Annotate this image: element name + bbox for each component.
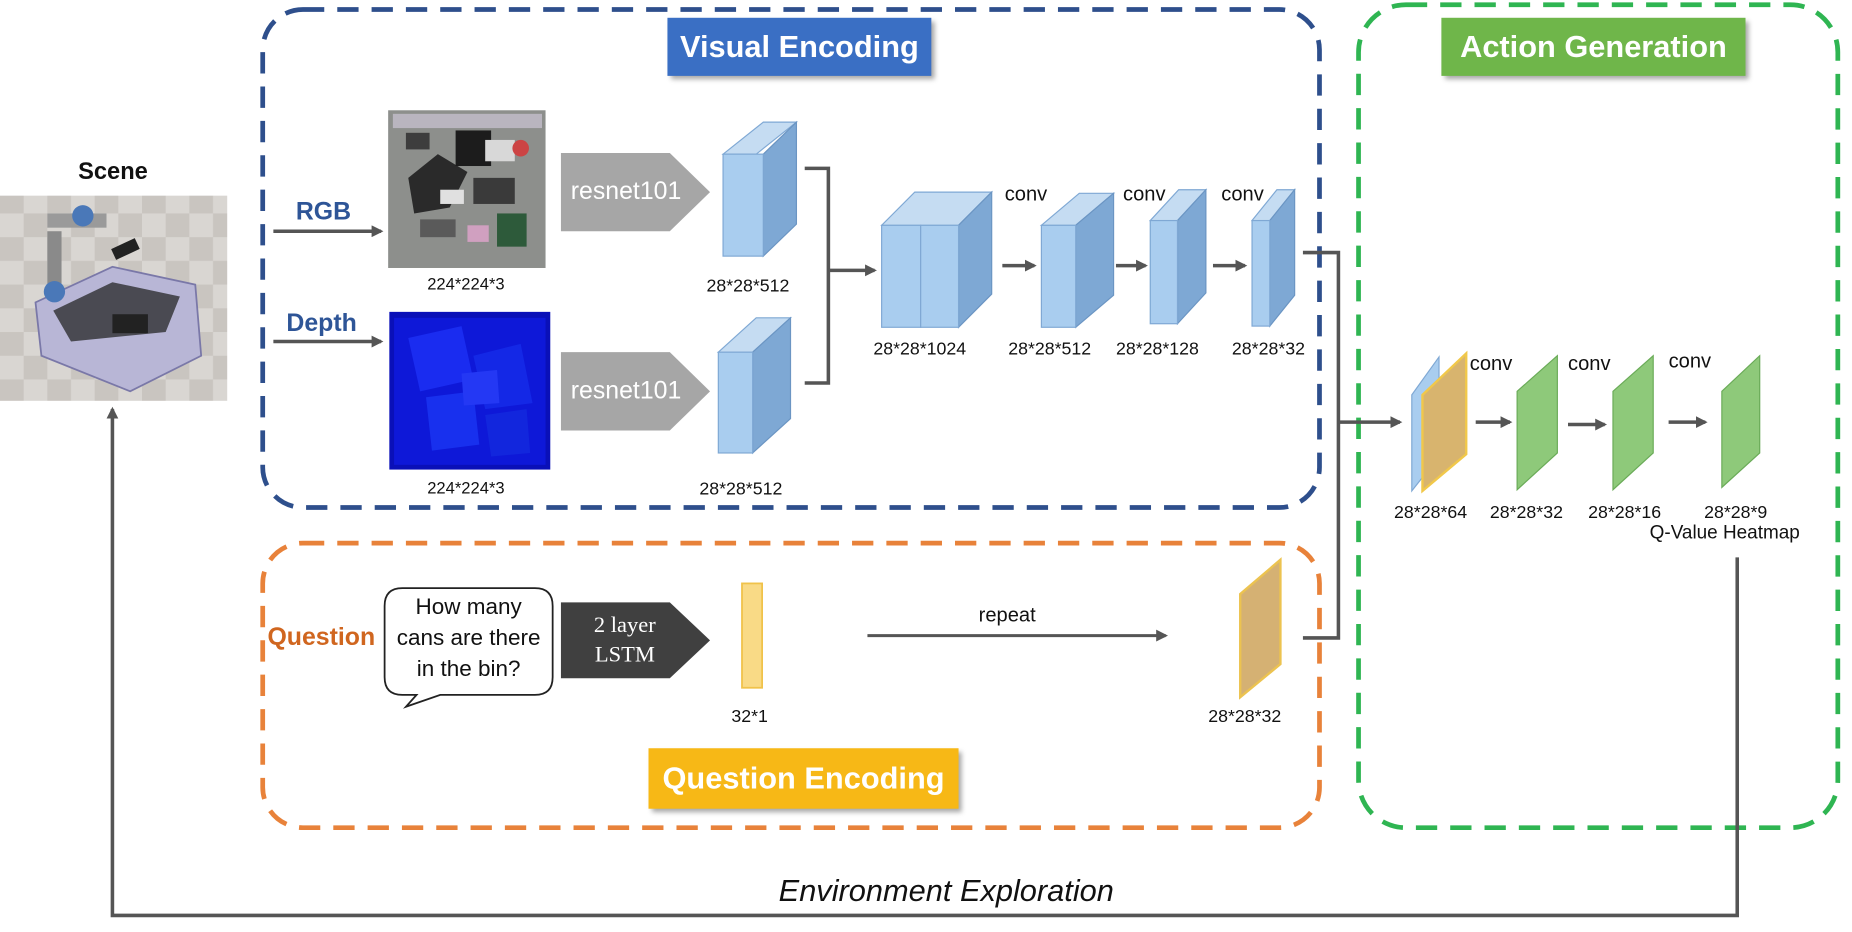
visual-encoding-container bbox=[260, 7, 1322, 510]
action-concat-block bbox=[1411, 350, 1468, 494]
action-conv3-dims: 28*28*9 bbox=[1704, 502, 1768, 523]
question-line: How many bbox=[415, 595, 522, 621]
conv3-block bbox=[1250, 188, 1296, 328]
lstm-line: 2 layer bbox=[593, 613, 656, 638]
question-encoding-container bbox=[260, 540, 1322, 831]
depth-label: Depth bbox=[286, 309, 357, 337]
environment-exploration-label: Environment Exploration bbox=[778, 872, 1114, 909]
action-generation-title: Action Generation bbox=[1441, 17, 1746, 76]
concat-dims: 28*28*1024 bbox=[873, 339, 967, 360]
tiled-question-block bbox=[1239, 557, 1282, 700]
depth-dims: 224*224*3 bbox=[427, 477, 505, 497]
question-label: Question bbox=[267, 623, 376, 652]
resnet-top-chevron bbox=[560, 152, 711, 232]
conv3-label: conv bbox=[1221, 182, 1264, 206]
question-line: in the bin? bbox=[416, 656, 521, 682]
rgb-dims: 224*224*3 bbox=[427, 273, 505, 293]
action-conv2-dims: 28*28*16 bbox=[1588, 502, 1662, 523]
conv2-label: conv bbox=[1123, 182, 1166, 206]
question-encoding-title: Question Encoding bbox=[648, 748, 959, 809]
scene-image bbox=[0, 195, 228, 401]
question-text: How many cans are there in the bin? bbox=[385, 593, 553, 685]
q-value-heatmap-label: Q-Value Heatmap bbox=[1649, 522, 1800, 544]
scene-label: Scene bbox=[78, 158, 148, 185]
lstm-chevron bbox=[560, 602, 711, 679]
conv3-dims: 28*28*32 bbox=[1231, 339, 1305, 360]
depth-image bbox=[389, 311, 551, 470]
resnet-top-label: resnet101 bbox=[570, 177, 682, 206]
exploration-loop-arrow bbox=[106, 406, 1740, 918]
resnet-bottom-chevron bbox=[560, 352, 711, 431]
feature-block-bottom bbox=[716, 316, 793, 455]
action-conv1-dims: 28*28*32 bbox=[1489, 502, 1563, 523]
vector-dims: 32*1 bbox=[731, 706, 768, 727]
conv1-block bbox=[1039, 192, 1116, 329]
rgb-image bbox=[388, 110, 546, 268]
lstm-line: LSTM bbox=[594, 642, 655, 668]
action-conv3-block bbox=[1721, 354, 1761, 489]
action-conv3-label: conv bbox=[1668, 349, 1712, 373]
conv2-dims: 28*28*128 bbox=[1115, 339, 1199, 360]
action-conv1-block bbox=[1516, 354, 1558, 492]
question-bubble bbox=[383, 587, 554, 709]
question-line: cans are there bbox=[396, 626, 541, 652]
lstm-label: 2 layer LSTM bbox=[566, 611, 684, 670]
visual-encoding-title: Visual Encoding bbox=[667, 17, 932, 76]
action-conv2-label: conv bbox=[1568, 352, 1611, 375]
resnet-bottom-label: resnet101 bbox=[570, 377, 682, 405]
repeat-label: repeat bbox=[978, 603, 1036, 627]
feat-bottom-dims: 28*28*512 bbox=[699, 479, 783, 500]
conv1-label: conv bbox=[1004, 182, 1048, 206]
question-vector bbox=[741, 582, 763, 689]
concat-block bbox=[880, 190, 994, 329]
feature-block-top bbox=[721, 120, 799, 258]
action-generation-container bbox=[1356, 2, 1841, 831]
action-conv2-block bbox=[1612, 354, 1654, 492]
conv2-block bbox=[1148, 188, 1208, 326]
feat-top-dims: 28*28*512 bbox=[706, 276, 790, 297]
action-conv1-label: conv bbox=[1469, 352, 1513, 375]
rgb-label: RGB bbox=[295, 198, 352, 226]
action-concat-dims: 28*28*64 bbox=[1394, 502, 1468, 523]
tiled-dims: 28*28*32 bbox=[1208, 706, 1282, 727]
conv1-dims: 28*28*512 bbox=[1008, 339, 1092, 360]
